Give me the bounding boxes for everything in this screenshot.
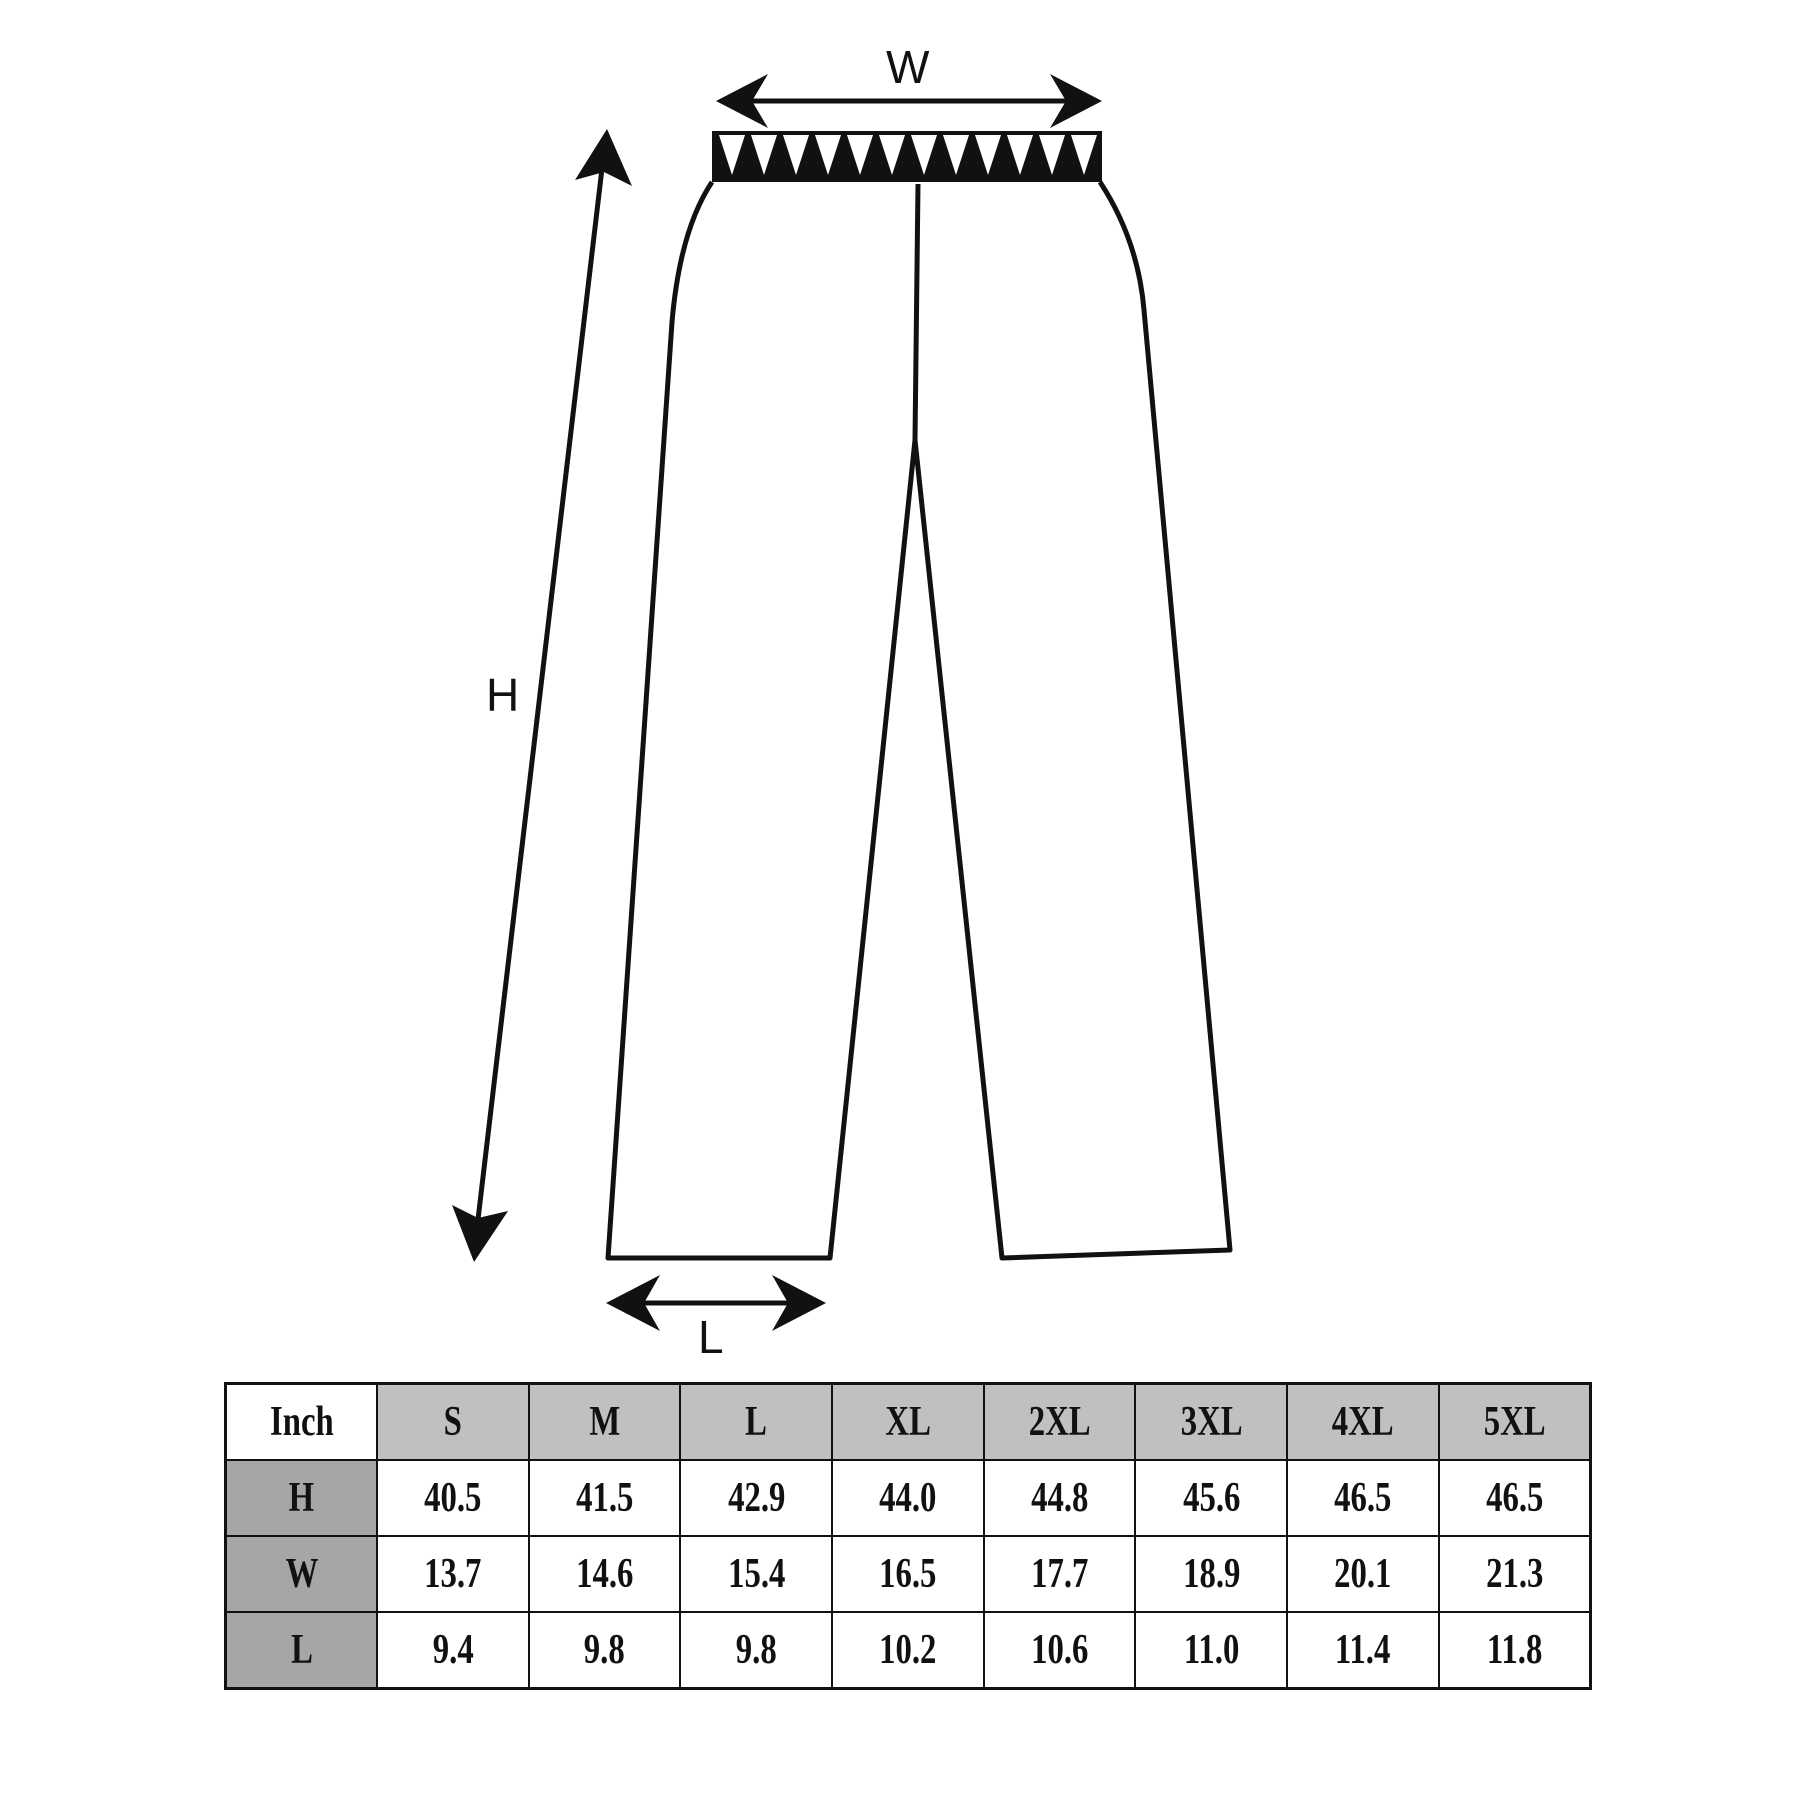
table-cell: 9.8 — [527, 1611, 682, 1690]
row-header: W — [224, 1535, 379, 1613]
size-header: M — [527, 1382, 682, 1461]
table-cell: 13.7 — [376, 1535, 530, 1613]
table-cell: 10.2 — [831, 1611, 985, 1690]
height-label: H — [486, 669, 520, 721]
row-header: L — [224, 1611, 379, 1690]
unit-header: Inch — [224, 1382, 379, 1461]
table-cell: 9.8 — [679, 1611, 834, 1690]
table-cell: 41.5 — [527, 1459, 682, 1537]
size-header: 4XL — [1286, 1382, 1440, 1461]
waistband-tooth — [815, 135, 841, 175]
size-header: 2XL — [982, 1382, 1137, 1461]
size-header: L — [679, 1382, 834, 1461]
waistband-tooth — [847, 135, 873, 175]
width-arrow — [716, 74, 1102, 128]
table-cell: 20.1 — [1286, 1535, 1440, 1613]
size-header: XL — [831, 1382, 985, 1461]
table-row: L 9.4 9.8 9.8 10.2 10.6 11.0 11.4 11.8 — [224, 1611, 1592, 1690]
table-cell: 44.8 — [982, 1459, 1137, 1537]
table-cell: 11.4 — [1286, 1611, 1440, 1690]
table-header-row: Inch S M L XL 2XL 3XL 4XL 5XL — [224, 1382, 1592, 1461]
table-cell: 45.6 — [1134, 1459, 1289, 1537]
height-arrow — [452, 129, 632, 1262]
table-cell: 46.5 — [1286, 1459, 1440, 1537]
table-cell: 46.5 — [1437, 1459, 1592, 1537]
row-header: H — [224, 1459, 379, 1537]
leg-arrow — [606, 1275, 826, 1331]
table-cell: 44.0 — [831, 1459, 985, 1537]
table-cell: 42.9 — [679, 1459, 834, 1537]
table-cell: 10.6 — [982, 1611, 1137, 1690]
table-cell: 15.4 — [679, 1535, 834, 1613]
table-cell: 18.9 — [1134, 1535, 1289, 1613]
waistband-tooth — [879, 135, 905, 175]
waistband-tooth — [719, 135, 745, 175]
waistband-tooth — [1039, 135, 1065, 175]
pants-diagram — [452, 74, 1233, 1331]
center-seam — [912, 183, 921, 441]
size-header: 5XL — [1437, 1382, 1592, 1461]
waistband — [712, 131, 1102, 182]
waistband-tooth — [751, 135, 777, 175]
pants-outline — [605, 180, 1233, 1261]
waistband-tooth — [975, 135, 1001, 175]
waistband-tooth — [1007, 135, 1033, 175]
waistband-pattern — [719, 135, 1097, 175]
table-cell: 40.5 — [376, 1459, 530, 1537]
table-cell: 21.3 — [1437, 1535, 1592, 1613]
table-cell: 11.0 — [1134, 1611, 1289, 1690]
waistband-tooth — [943, 135, 969, 175]
table-cell: 17.7 — [982, 1535, 1137, 1613]
table-cell: 16.5 — [831, 1535, 985, 1613]
waistband-tooth — [783, 135, 809, 175]
size-chart-table: Inch S M L XL 2XL 3XL 4XL 5XL H 40.5 41.… — [224, 1382, 1592, 1690]
table-cell: 9.4 — [376, 1611, 530, 1690]
size-header: 3XL — [1134, 1382, 1289, 1461]
size-header: S — [376, 1382, 530, 1461]
leg-label: L — [698, 1311, 724, 1363]
table-cell: 11.8 — [1437, 1611, 1592, 1690]
waistband-tooth — [1071, 135, 1097, 175]
table-row: W 13.7 14.6 15.4 16.5 17.7 18.9 20.1 21.… — [224, 1535, 1592, 1613]
width-label: W — [886, 41, 930, 93]
waistband-tooth — [911, 135, 937, 175]
table-row: H 40.5 41.5 42.9 44.0 44.8 45.6 46.5 46.… — [224, 1459, 1592, 1537]
table-cell: 14.6 — [527, 1535, 682, 1613]
